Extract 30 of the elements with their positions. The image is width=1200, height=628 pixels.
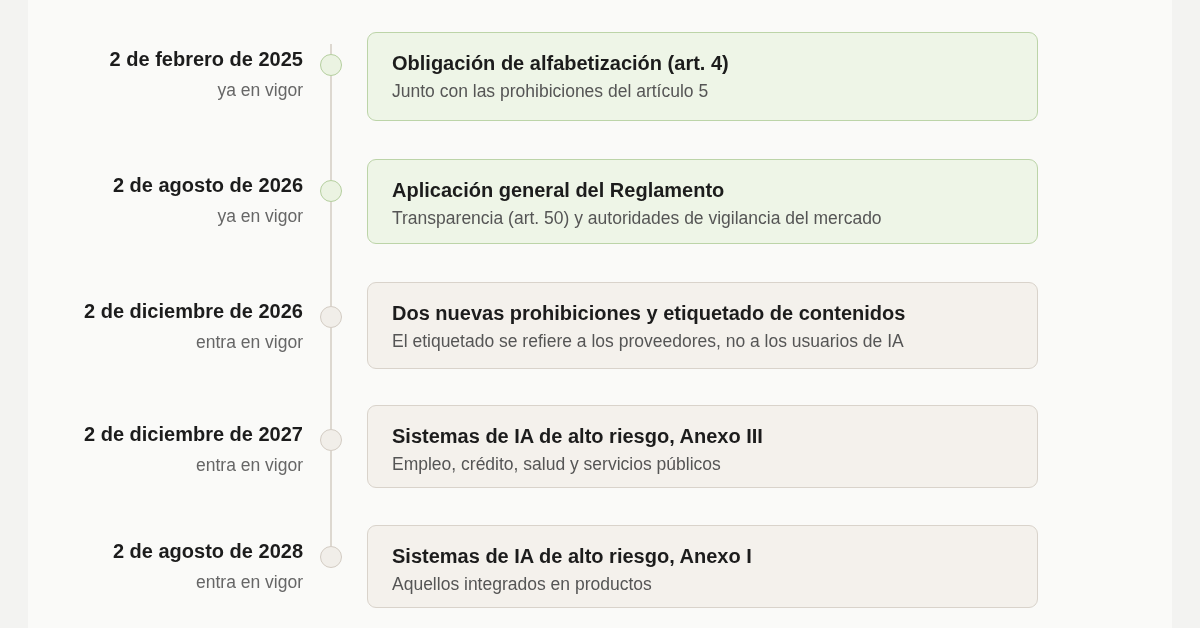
milestone-description: El etiquetado se refiere a los proveedores, no a los usuarios de IA [392,331,904,351]
timeline-line [330,201,332,307]
milestone-description: Empleo, crédito, salud y servicios públicos [392,454,721,474]
milestone-description: Junto con las prohibiciones del artículo 5 [392,81,709,101]
milestone-title: Sistemas de IA de alto riesgo, Anexo III [392,424,763,448]
milestone-title: Obligación de alfabetización (art. 4) [392,51,729,75]
date-label: 2 de diciembre de 2027 [84,423,303,446]
date-label: 2 de febrero de 2025 [109,48,303,71]
status-label: entra en vigor [196,455,303,475]
date-label: 2 de agosto de 2028 [112,540,303,563]
milestone-card [367,282,1038,369]
status-label: entra en vigor [196,572,303,592]
status-label: entra en vigor [196,332,303,352]
timeline-line [330,43,332,55]
timeline-line [330,450,332,547]
date-label: 2 de diciembre de 2026 [84,300,303,323]
milestone-card [367,32,1038,121]
status-label: ya en vigor [217,206,303,226]
milestone-card [367,159,1038,244]
milestone-description: Aquellos integrados en productos [392,574,652,594]
milestone-title: Sistemas de IA de alto riesgo, Anexo I [392,544,752,568]
milestone-title: Aplicación general del Reglamento [392,178,725,202]
status-label: ya en vigor [217,80,303,100]
date-label: 2 de agosto de 2026 [112,174,303,197]
milestone-card [367,405,1038,488]
milestone-description: Transparencia (art. 50) y autoridades de vigilancia del mercado [392,208,882,228]
timeline-line [330,327,332,430]
timeline-line [330,75,332,181]
milestone-title: Dos nuevas prohibiciones y etiquetado de contenidos [392,301,906,325]
milestone-card [367,525,1038,608]
